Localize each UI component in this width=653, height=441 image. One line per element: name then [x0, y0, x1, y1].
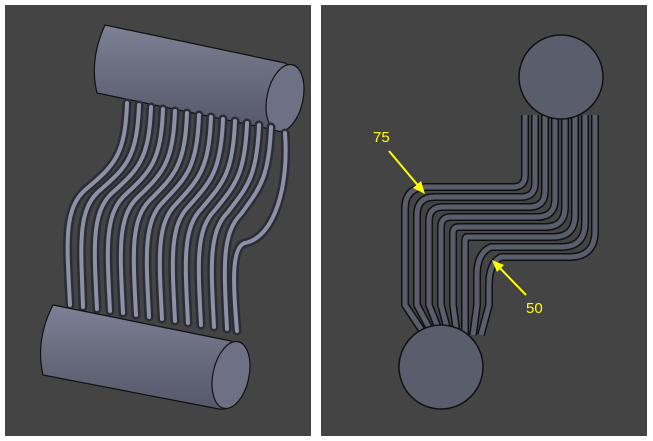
- tube-bundle: [63, 98, 291, 336]
- top-view: 75 50: [373, 34, 604, 410]
- top-manifold-cylinder: [93, 24, 305, 133]
- callout-arrowhead-75: [413, 181, 425, 194]
- callout-arrow-75: [388, 150, 422, 190]
- isometric-view-panel: [5, 5, 311, 436]
- channel-group: [401, 115, 599, 338]
- callout-arrowhead-50: [492, 260, 504, 272]
- top-port: [518, 34, 604, 120]
- bottom-port: [398, 324, 484, 410]
- top-view-panel: 75 50: [321, 5, 647, 436]
- bottom-manifold-cylinder: [39, 304, 251, 410]
- callout-arrow-50: [496, 264, 527, 296]
- callout-label-75: 75: [373, 129, 390, 146]
- callout-50: 50: [492, 260, 543, 317]
- callout-label-50: 50: [526, 300, 543, 317]
- callout-75: 75: [373, 129, 425, 194]
- isometric-view: [39, 24, 305, 410]
